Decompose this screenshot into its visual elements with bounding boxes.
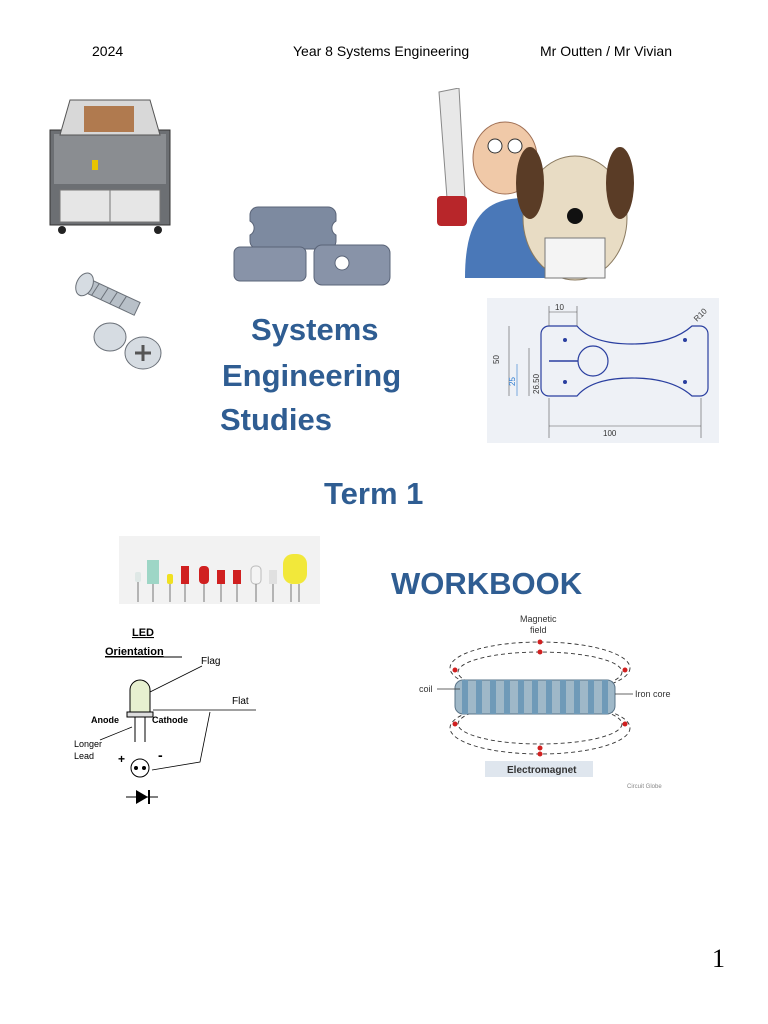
title-line-3: Studies: [220, 402, 332, 437]
dim-left: 50: [492, 355, 501, 364]
header-course: Year 8 Systems Engineering: [293, 43, 470, 59]
magnetic-field-label-2: field: [530, 625, 547, 635]
technical-drawing-image: 10 R10 50 25 26.50 100: [487, 298, 719, 443]
header-year: 2024: [92, 43, 124, 59]
led-title-2: Orientation: [105, 646, 164, 658]
led-longer-label-1: Longer: [74, 739, 102, 749]
leds-image: [119, 536, 320, 604]
led-orientation-diagram: LED Orientation Flag Flat Anode Cathode …: [74, 627, 256, 804]
cartoon-engineers-image: [437, 88, 634, 281]
led-title-1: LED: [132, 627, 154, 639]
term-heading: Term 1: [324, 476, 424, 511]
led-minus: -: [158, 747, 163, 763]
led-flat-label: Flat: [232, 696, 249, 707]
dim-top: 10: [555, 303, 564, 312]
dim-inner: 26.50: [532, 373, 541, 394]
magnetic-field-label-1: Magnetic: [520, 614, 557, 624]
electromagnet-diagram: Magnetic field coil Iron core Electromag…: [419, 614, 671, 790]
led-plus: +: [118, 752, 125, 766]
image-credit: Circuit Globe: [627, 784, 662, 790]
electromagnet-caption: Electromagnet: [507, 765, 577, 776]
cut-parts-image: [233, 206, 391, 286]
screws-image: [75, 272, 162, 370]
led-cathode-label: Cathode: [152, 715, 188, 725]
title-line-2: Engineering: [222, 358, 402, 393]
iron-core-label: Iron core: [635, 689, 671, 699]
coil-label: coil: [419, 684, 433, 694]
page-number: 1: [712, 944, 725, 973]
dim-hole: 25: [508, 377, 517, 386]
laser-cutter-image: [49, 99, 171, 234]
workbook-heading: WORKBOOK: [391, 566, 583, 601]
title-line-1: Systems: [251, 312, 379, 347]
dim-bottom: 100: [603, 429, 617, 438]
header-teachers: Mr Outten / Mr Vivian: [540, 43, 673, 59]
led-flag-label: Flag: [201, 656, 220, 667]
led-anode-label: Anode: [91, 715, 119, 725]
led-longer-label-2: Lead: [74, 751, 94, 761]
